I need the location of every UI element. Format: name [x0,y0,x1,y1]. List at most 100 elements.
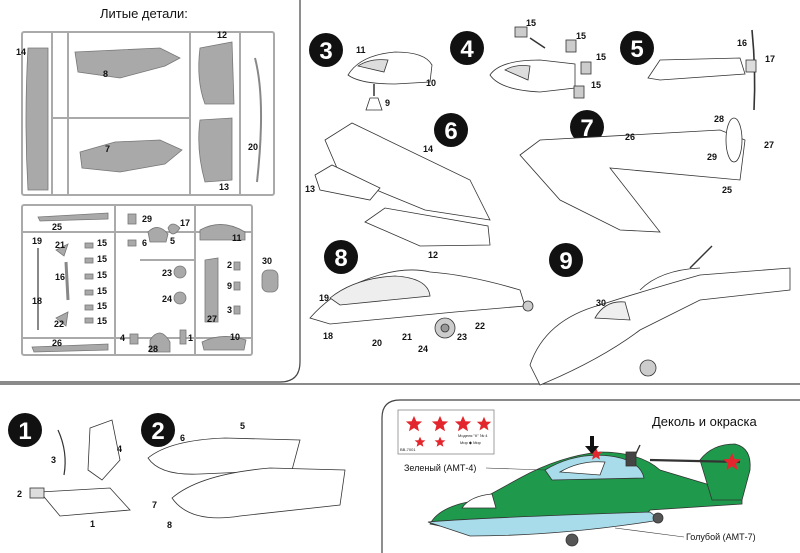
decal-title: Деколь и окраска [652,414,758,429]
sprue-part-numbers: 14 8 12 7 13 20 25 29 17 5 6 11 19 21 16… [16,30,272,354]
svg-text:Моделя "К" № 4: Моделя "К" № 4 [458,433,488,438]
step-badges: 3 4 5 6 7 8 9 1 2 [8,31,654,447]
svg-text:5: 5 [240,421,245,431]
svg-text:2: 2 [17,489,22,499]
part-30 [261,269,279,293]
label-10: 10 [230,332,240,342]
svg-text:ВВ-7001: ВВ-7001 [400,447,416,452]
part-5 [147,227,169,243]
step-5-badge: 5 [620,31,654,65]
step2-half-8 [171,467,346,519]
label-27: 27 [207,314,217,324]
step-3-badge: 3 [309,33,343,67]
part-21 [55,243,69,257]
label-23: 23 [162,268,172,278]
step2-half-7 [147,437,301,475]
part-8-fuselage-half [74,47,181,79]
label-22: 22 [54,319,64,329]
sprue-frame-upper [21,31,275,196]
label-17: 17 [180,218,190,228]
decal-stars [405,415,492,447]
part-29 [127,213,137,225]
parts-15-engines [84,242,94,324]
svg-text:15: 15 [596,52,606,62]
label-21: 21 [55,240,65,250]
part-10 [201,336,247,351]
label-25: 25 [52,222,62,232]
svg-text:23: 23 [457,332,467,342]
step1-seat [87,419,121,481]
label-12: 12 [217,30,227,40]
label-18: 18 [32,296,42,306]
svg-text:9: 9 [559,248,572,275]
step-9-badge: 9 [549,243,583,277]
color-green-label: Зеленый (АМТ-4) [404,463,476,473]
step6-part13 [314,164,381,201]
step7-wing-booms [519,129,746,233]
svg-text:15: 15 [526,18,536,28]
aircraft-tail [699,443,751,501]
label-2: 2 [227,260,232,270]
svg-text:7: 7 [580,115,593,142]
label-15b: 15 [97,254,107,264]
label-29: 29 [142,214,152,224]
svg-text:6: 6 [180,433,185,443]
part-6 [127,239,137,247]
step7-tail [725,117,743,163]
label-24: 24 [162,294,172,304]
label-28: 28 [148,344,158,354]
step1-floor [39,487,131,517]
step-8-badge: 8 [324,240,358,274]
sprue-parts-lower [31,212,279,353]
svg-text:4: 4 [460,36,474,63]
part-26 [31,343,109,353]
part-13-wing [198,117,233,183]
label-5: 5 [170,236,175,246]
svg-text:6: 6 [444,118,457,145]
label-15a: 15 [97,238,107,248]
part-9 [233,281,241,291]
svg-text:13: 13 [305,184,315,194]
svg-text:5: 5 [630,36,643,63]
step-drawings [29,26,791,519]
sprue-frame-lower [21,204,253,356]
label-13: 13 [219,182,229,192]
svg-text:1: 1 [90,519,95,529]
part-2 [233,261,241,271]
aircraft-engine [625,451,637,467]
step3-part9 [365,97,383,111]
aircraft-wing-star [589,447,603,460]
svg-text:17: 17 [765,54,775,64]
aircraft-tail-star [723,453,741,470]
svg-text:18: 18 [323,331,333,341]
step5-fuselage [647,57,746,81]
part-1 [179,329,187,345]
svg-text:10: 10 [426,78,436,88]
label-6: 6 [142,238,147,248]
svg-text:2: 2 [151,418,164,445]
label-7: 7 [105,144,110,154]
svg-text:25: 25 [722,185,732,195]
svg-text:28: 28 [714,114,724,124]
step9-wheel [639,359,657,377]
step-callouts: 11 10 9 15 15 15 15 16 17 14 13 12 26 28… [17,18,775,530]
sprue-title: Литые детали: [100,6,188,21]
part-11 [199,224,246,241]
aircraft-cockpit [461,493,497,509]
svg-text:24: 24 [418,344,428,354]
step-4-badge: 4 [450,31,484,65]
sprue-panel-border [0,0,301,383]
star-arrow-icon [585,436,599,454]
part-22 [55,311,69,327]
svg-text:29: 29 [707,152,717,162]
label-9: 9 [227,281,232,291]
step9-assembled-aircraft [529,267,791,386]
label-26: 26 [52,338,62,348]
part-4 [129,333,139,345]
step-2-badge: 2 [141,413,175,447]
label-15c: 15 [97,270,107,280]
label-19: 19 [32,236,42,246]
painted-aircraft [427,436,751,547]
label-15f: 15 [97,316,107,326]
step1-stick [57,429,66,476]
